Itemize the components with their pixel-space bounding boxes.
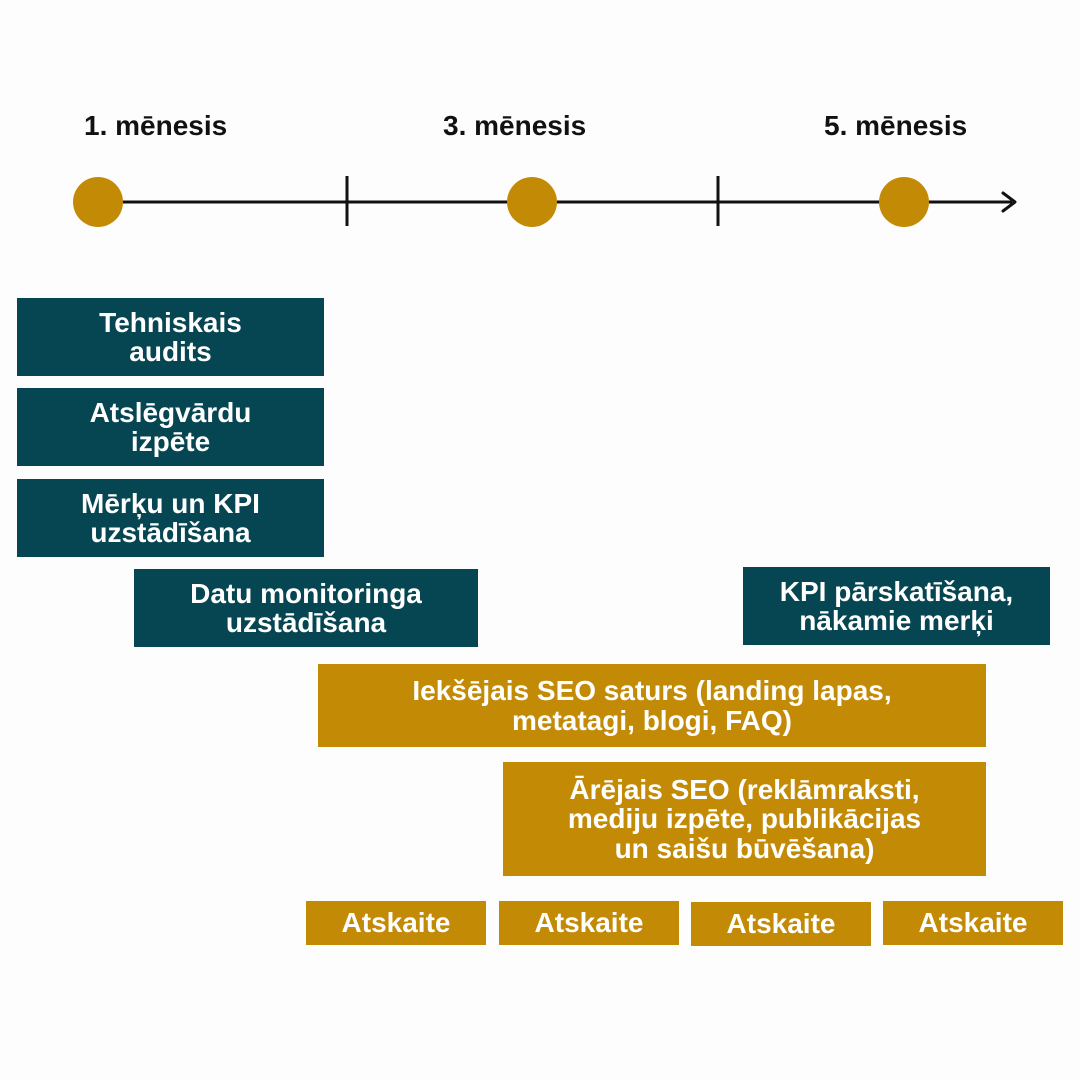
task-keyword-research: Atslēgvārdu izpēte	[17, 388, 324, 466]
task-goals-kpi: Mērķu un KPI uzstādīšana	[17, 479, 324, 557]
arrow-head-icon	[1001, 191, 1017, 213]
report-block-1: Atskaite	[306, 901, 486, 945]
month-label-1: 1. mēnesis	[84, 110, 228, 141]
milestone-dot-3	[507, 177, 557, 227]
report-block-3: Atskaite	[691, 902, 871, 946]
month-label-5: 5. mēnesis	[824, 110, 968, 141]
task-internal-seo: Iekšējais SEO saturs (landing lapas, met…	[318, 664, 986, 747]
timeline-axis	[73, 176, 1017, 227]
report-block-2: Atskaite	[499, 901, 679, 945]
task-external-seo: Ārējais SEO (reklāmraksti, mediju izpēte…	[503, 762, 986, 876]
task-data-monitoring: Datu monitoringa uzstādīšana	[134, 569, 478, 647]
report-block-4: Atskaite	[883, 901, 1063, 945]
task-technical-audit: Tehniskais audits	[17, 298, 324, 376]
milestone-dot-5	[879, 177, 929, 227]
milestone-dot-1	[73, 177, 123, 227]
task-kpi-review: KPI pārskatīšana, nākamie merķi	[743, 567, 1050, 645]
month-label-3: 3. mēnesis	[443, 110, 587, 141]
